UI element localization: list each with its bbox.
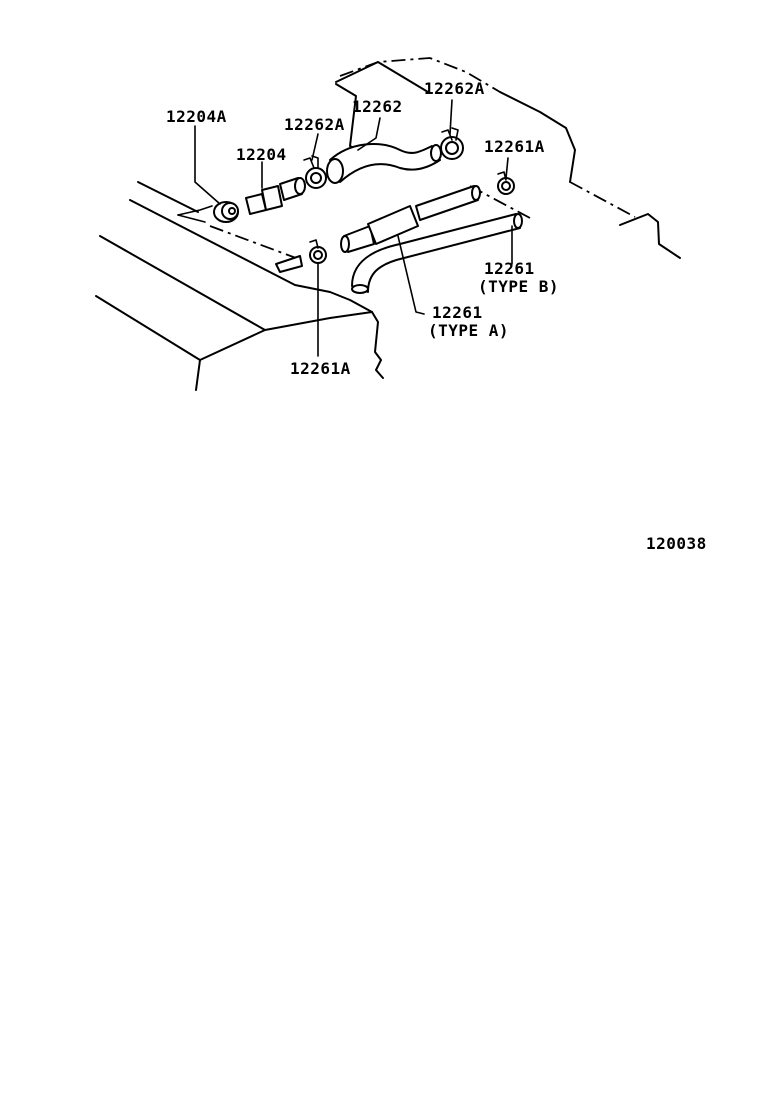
ventilation-hose-12261-type-a	[340, 185, 481, 253]
label-12261a-bottom: 12261A	[290, 359, 351, 378]
label-12261-type-b-number: 12261	[484, 259, 535, 278]
clamp-12262a-left	[303, 155, 327, 189]
pcv-valve-12204	[245, 177, 306, 215]
leader-lines	[194, 99, 513, 357]
figure-number: 120038	[646, 534, 707, 553]
vehicle-contour-right	[339, 57, 681, 259]
clamp-12262a-right	[440, 127, 464, 160]
engine-block-outline	[95, 181, 384, 391]
label-12261-type-a-type: (TYPE A)	[428, 321, 509, 340]
label-12261-type-a-number: 12261	[432, 303, 483, 322]
label-12204a: 12204A	[166, 107, 227, 126]
clamp-12261a-bottom	[275, 239, 327, 273]
part-labels: 12204A 12204 12262A 12262 12262A 12261A …	[166, 79, 559, 378]
ventilation-hose-12261-type-b	[351, 213, 523, 294]
label-12262: 12262	[352, 97, 403, 116]
ventilation-hose-12262	[326, 143, 442, 184]
label-12261-type-b-type: (TYPE B)	[478, 277, 559, 296]
label-12204: 12204	[236, 145, 287, 164]
grommet-12204a	[213, 201, 239, 223]
label-12261a-top: 12261A	[484, 137, 545, 156]
label-12262a-right: 12262A	[424, 79, 485, 98]
label-12262a-left: 12262A	[284, 115, 345, 134]
